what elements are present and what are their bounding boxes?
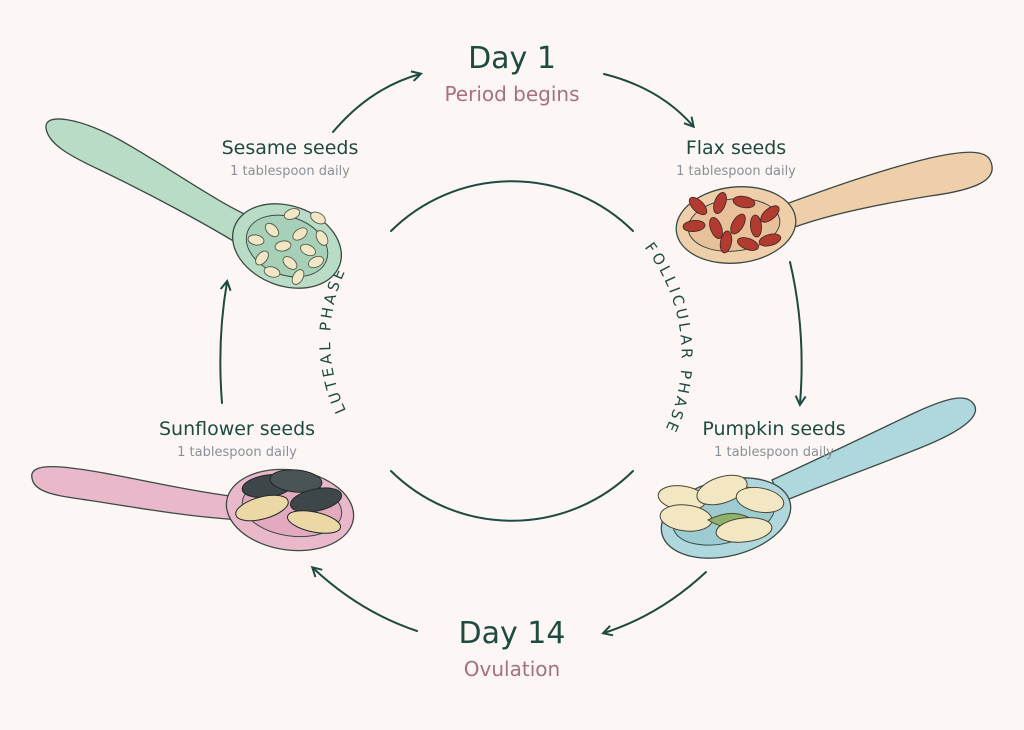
sesame-seeds-label: Sesame seeds xyxy=(222,137,359,159)
luteal-phase-label: LUTEAL PHASE xyxy=(316,264,350,417)
pumpkin-seeds-dose: 1 tablespoon daily xyxy=(714,445,834,460)
arrow-flax-to-pumpkin xyxy=(789,261,802,404)
sesame-seeds-icon xyxy=(247,208,329,285)
day14-title: Day 14 xyxy=(459,616,566,651)
pumpkin-seeds-icon xyxy=(657,474,785,543)
arc-top xyxy=(390,180,634,232)
sesame-seeds-dose: 1 tablespoon daily xyxy=(230,164,350,179)
arc-bottom xyxy=(390,470,634,522)
sesame-spoon xyxy=(45,118,343,289)
phase-arcs xyxy=(390,180,634,522)
flax-spoon xyxy=(675,151,993,264)
flax-seeds-dose: 1 tablespoon daily xyxy=(676,164,796,179)
sunflower-spoon xyxy=(31,466,355,552)
arrow-sunflower-to-sesame xyxy=(219,282,227,404)
flax-seeds-icon xyxy=(682,192,782,254)
flax-seeds-label: Flax seeds xyxy=(686,137,786,159)
cycle-arrows xyxy=(219,73,802,633)
arrow-pumpkin-to-day14 xyxy=(604,571,707,633)
pumpkin-spoon xyxy=(657,397,977,559)
day14-subtitle: Ovulation xyxy=(464,657,560,681)
follicular-phase-label: FOLLICULAR PHASE xyxy=(641,239,696,437)
arrow-sesame-to-day1 xyxy=(332,74,420,133)
arrow-day14-to-sunflower xyxy=(313,568,418,632)
pumpkin-seeds-label: Pumpkin seeds xyxy=(702,418,845,440)
sunflower-seeds-dose: 1 tablespoon daily xyxy=(177,445,297,460)
day1-title: Day 1 xyxy=(468,41,556,76)
day1-subtitle: Period begins xyxy=(444,82,579,106)
sunflower-seeds-icon xyxy=(235,469,343,534)
sunflower-seeds-label: Sunflower seeds xyxy=(159,418,315,440)
arrow-day1-to-flax xyxy=(603,73,693,126)
